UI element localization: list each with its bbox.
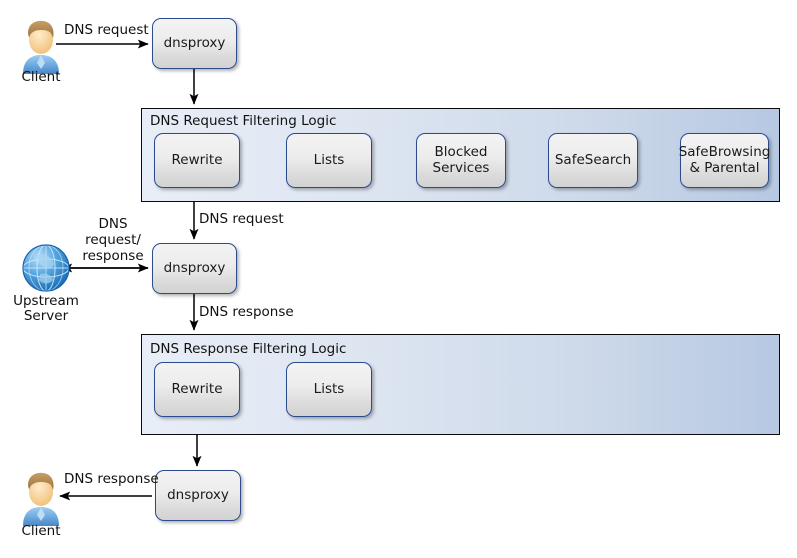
- dnsproxy-bottom[interactable]: dnsproxy: [155, 470, 241, 521]
- globe-icon: [22, 244, 70, 292]
- stage-label: Lists: [313, 151, 345, 168]
- stage-safesearch[interactable]: SafeSearch: [548, 133, 638, 188]
- stage-label-line1: Blocked: [434, 143, 488, 160]
- person-icon: [23, 20, 59, 74]
- stage-lists-response[interactable]: Lists: [286, 362, 372, 417]
- stage-safebrowsing-parental[interactable]: SafeBrowsing & Parental: [679, 133, 770, 188]
- person-icon: [23, 472, 59, 526]
- stage-label: Rewrite: [171, 151, 223, 168]
- client-bottom-label: Client: [21, 523, 61, 539]
- dnsproxy-label: dnsproxy: [163, 259, 226, 276]
- edge-label-request-panel-to-dnsproxy: DNS request: [199, 211, 284, 227]
- response-filtering-panel: [141, 334, 780, 435]
- edge-label-upstream-line2: request/: [85, 232, 141, 248]
- stage-blocked-services[interactable]: Blocked Services: [416, 133, 506, 188]
- upstream-server-label-line1: Upstream: [13, 293, 79, 309]
- client-top-label: Client: [21, 69, 61, 85]
- dnsproxy-label: dnsproxy: [167, 486, 229, 503]
- stage-label-line2: Services: [432, 159, 490, 176]
- request-filtering-panel-title: DNS Request Filtering Logic: [150, 113, 337, 129]
- dnsproxy-top[interactable]: dnsproxy: [152, 18, 237, 69]
- stage-rewrite-response[interactable]: Rewrite: [154, 362, 240, 417]
- edge-label-client-to-dnsproxy: DNS request: [64, 22, 149, 38]
- stage-label: Rewrite: [171, 380, 223, 397]
- stage-lists-request[interactable]: Lists: [286, 133, 372, 188]
- dnsproxy-middle[interactable]: dnsproxy: [152, 243, 237, 294]
- edge-label-upstream-line3: response: [82, 248, 144, 264]
- stage-label: Lists: [313, 380, 345, 397]
- edge-label-dnsproxy-to-response-panel: DNS response: [199, 304, 294, 320]
- edge-label-dnsproxy-to-client: DNS response: [64, 471, 159, 487]
- stage-label: SafeSearch: [554, 151, 632, 168]
- stage-rewrite-request[interactable]: Rewrite: [154, 133, 240, 188]
- stage-label-line1: SafeBrowsing: [678, 143, 771, 160]
- stage-label-line2: & Parental: [689, 159, 760, 176]
- response-filtering-panel-title: DNS Response Filtering Logic: [150, 341, 347, 357]
- upstream-server-label-line2: Server: [23, 308, 69, 324]
- edge-label-upstream-line1: DNS: [98, 216, 128, 232]
- dnsproxy-label: dnsproxy: [163, 34, 226, 51]
